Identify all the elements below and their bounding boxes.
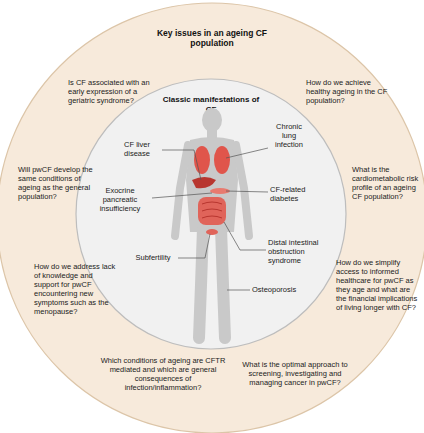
question-text: What is the cardiometabolic risk profile… (352, 165, 422, 201)
limbs (175, 145, 249, 338)
body-silhouette (186, 108, 238, 232)
left-lung (194, 146, 210, 174)
manifestation-label: CF liver disease (112, 140, 162, 158)
pancreas (210, 188, 230, 194)
liver (192, 177, 216, 188)
leader-lines (152, 148, 268, 290)
right-lung (214, 146, 230, 174)
node-heading: Classic manifestations of CF (158, 95, 264, 114)
question-text: Is CF associated with an early expressio… (68, 78, 154, 105)
right-arm (236, 145, 249, 236)
manifestation-label: Distal intestinal obstruction syndrome (268, 238, 324, 265)
leader-line (152, 193, 212, 198)
intestines (198, 197, 226, 225)
head (202, 108, 222, 132)
leader-line (224, 222, 266, 250)
left-leg (199, 228, 203, 338)
torso (186, 137, 238, 232)
question-text: How do we address lack of knowledge and … (34, 262, 116, 316)
leader-line (227, 290, 250, 291)
right-leg (221, 228, 225, 338)
circle-shape (76, 79, 346, 349)
manifestation-label: Exocrine pancreatic insufficiency (88, 186, 152, 213)
manifestation-label: Subfertility (128, 253, 178, 262)
manifestation-label: CF-related diabetes (270, 185, 320, 203)
pelvic-organ (206, 229, 218, 235)
leader-line (162, 150, 201, 180)
manifestation-label: Chronic lung infection (268, 122, 310, 149)
manifestation-label: Osteoporosis (252, 285, 312, 294)
circle-outline (75, 78, 347, 350)
question-text: Which conditions of ageing are CFTR medi… (97, 356, 229, 392)
leader-line (226, 148, 268, 158)
question-text: How do we achieve healthy ageing in the … (306, 78, 394, 105)
question-text: How do we simplify access to informed he… (336, 258, 420, 312)
left-arm (175, 145, 188, 236)
leader-line (178, 234, 210, 258)
inner-circle: Classic manifestations of CF (75, 78, 347, 350)
node-heading: Key issues in an ageing CF population (153, 28, 271, 48)
circle-shape (0, 3, 424, 433)
intestine-folds (202, 202, 222, 218)
question-text: What is the optimal approach to screenin… (236, 360, 354, 387)
leader-line (226, 191, 268, 192)
organs (192, 146, 230, 235)
neck (207, 129, 217, 138)
question-text: Will pwCF develop the same conditions of… (18, 165, 98, 201)
